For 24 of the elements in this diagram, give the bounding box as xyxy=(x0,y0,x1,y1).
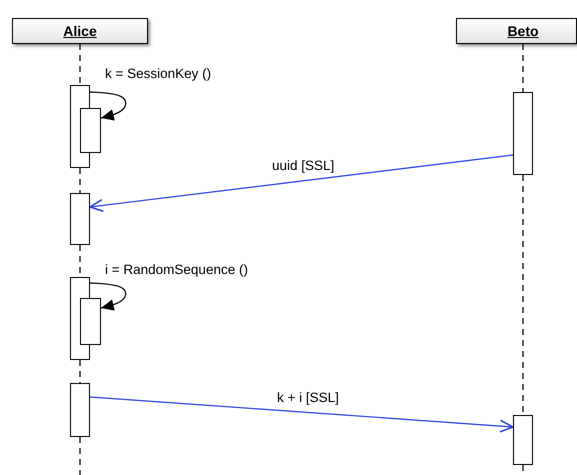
activation-bar xyxy=(70,383,90,437)
participant-name: Alice xyxy=(63,23,97,39)
self-call-arrow xyxy=(90,91,126,121)
lifeline xyxy=(522,175,524,415)
activation-bar xyxy=(70,193,90,245)
activation-bar xyxy=(513,415,533,465)
activation-bar xyxy=(80,108,101,153)
lifeline xyxy=(79,44,81,85)
edge-label: uuid [SSL] xyxy=(270,158,336,174)
activation-bar xyxy=(80,298,101,345)
edge-label: k = SessionKey () xyxy=(103,66,214,82)
lifeline xyxy=(79,168,81,193)
lifeline xyxy=(79,437,81,475)
lifeline xyxy=(79,360,81,383)
message-arrow xyxy=(89,154,514,212)
lifeline xyxy=(522,44,524,92)
participant-box xyxy=(12,18,148,44)
message-arrow xyxy=(90,396,514,433)
self-call-arrow xyxy=(90,282,126,311)
edge-label: i = RandomSequence () xyxy=(103,262,250,278)
activation-bar xyxy=(513,92,533,175)
participant-name: Beto xyxy=(507,23,539,39)
edge-label: k + i [SSL] xyxy=(275,390,341,406)
participant-box xyxy=(456,18,577,44)
